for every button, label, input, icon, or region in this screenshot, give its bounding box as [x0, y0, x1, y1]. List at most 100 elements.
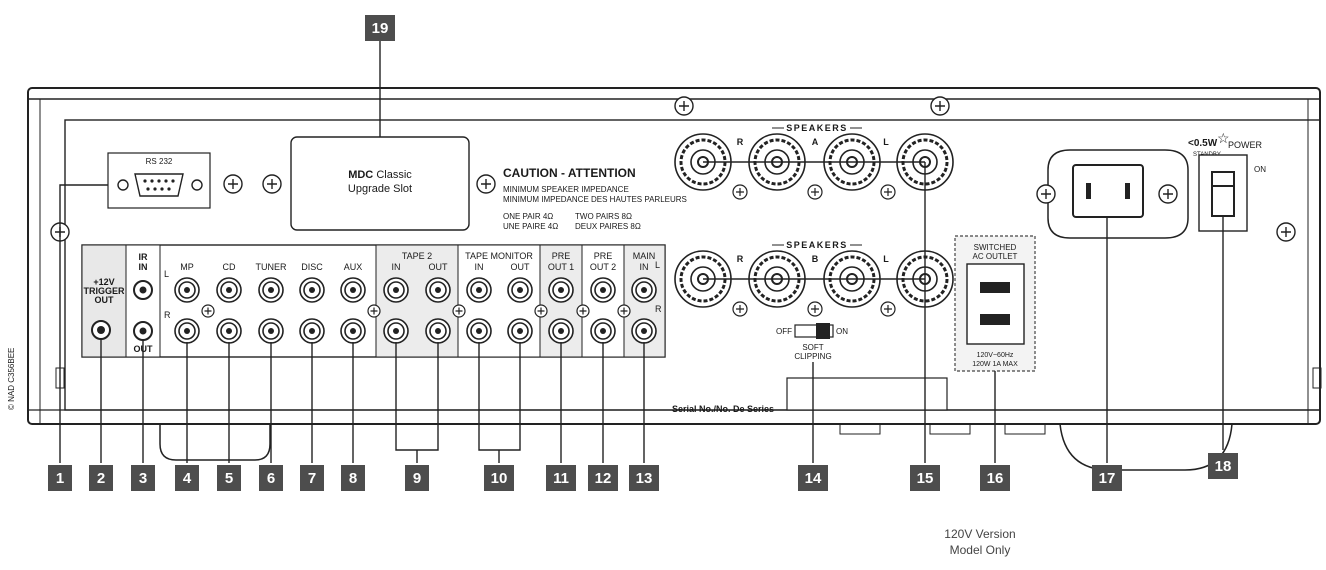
- soft-clipping-switch: OFF ON SOFT CLIPPING: [776, 323, 848, 361]
- callout-number: 13: [636, 470, 653, 487]
- svg-text:L: L: [164, 269, 169, 279]
- callout-badge: 11: [546, 465, 576, 491]
- screw-icon: [576, 304, 590, 318]
- rca-jack-icon: [466, 318, 492, 344]
- svg-text:PRE: PRE: [552, 251, 571, 261]
- screw-icon: [201, 304, 215, 318]
- svg-text:TWO PAIRS 8Ω: TWO PAIRS 8Ω: [575, 212, 632, 221]
- copyright-text: © NAD C356BEE: [7, 348, 16, 410]
- svg-text:POWER: POWER: [1228, 140, 1263, 150]
- callout-badge: 8: [341, 465, 365, 491]
- svg-text:CAUTION - ATTENTION: CAUTION - ATTENTION: [503, 166, 636, 180]
- screw-icon: [223, 174, 243, 194]
- svg-text:MP: MP: [180, 262, 194, 272]
- svg-text:IN: IN: [640, 262, 649, 272]
- screw-icon: [880, 301, 896, 317]
- screw-icon: [674, 96, 694, 116]
- screw-icon: [807, 184, 823, 200]
- screw-icon: [367, 304, 381, 318]
- svg-text:+12V: +12V: [93, 277, 114, 287]
- callout-badge: 14: [798, 465, 828, 491]
- version-note: 120V Version Model Only: [930, 526, 1030, 558]
- rca-jack-icon: [340, 318, 366, 344]
- callout-badge: 17: [1092, 465, 1122, 491]
- callout-number: 11: [553, 470, 569, 487]
- callout-badge: 15: [910, 465, 940, 491]
- callout-number: 19: [372, 20, 389, 37]
- callout-badge: 18: [1208, 453, 1238, 479]
- svg-text:MINIMUM IMPEDANCE DES HAUTES P: MINIMUM IMPEDANCE DES HAUTES PARLEURS: [503, 195, 687, 204]
- rca-jack-icon: [507, 277, 533, 303]
- svg-text:AUX: AUX: [344, 262, 363, 272]
- svg-text:PRE: PRE: [594, 251, 613, 261]
- rca-jack-icon: [631, 318, 657, 344]
- callout-badge: 9: [405, 465, 429, 491]
- svg-text:UNE PAIRE 4Ω: UNE PAIRE 4Ω: [503, 222, 558, 231]
- callout-badge: 2: [89, 465, 113, 491]
- svg-text:IN: IN: [392, 262, 401, 272]
- rca-jack-icon: [383, 277, 409, 303]
- connector-panel: [81, 244, 666, 358]
- callout-badge: 4: [175, 465, 199, 491]
- rs232-port: RS 232: [107, 152, 211, 209]
- svg-text:OUT 1: OUT 1: [548, 262, 574, 272]
- svg-text:R: R: [164, 310, 171, 320]
- callout-badge: 19: [365, 15, 395, 41]
- svg-text:B: B: [812, 254, 819, 264]
- rca-jack-icon: [216, 318, 242, 344]
- svg-text:R: R: [737, 254, 744, 264]
- callout-number: 15: [917, 470, 934, 487]
- svg-text:MDC Classic: MDC Classic: [348, 169, 412, 181]
- svg-text:IN: IN: [139, 262, 148, 272]
- svg-text:IR: IR: [139, 252, 149, 262]
- screw-icon: [262, 174, 282, 194]
- screw-icon: [1276, 222, 1296, 242]
- svg-text:TAPE 2: TAPE 2: [402, 251, 432, 261]
- svg-text:DEUX PAIRES 8Ω: DEUX PAIRES 8Ω: [575, 222, 641, 231]
- svg-text:L: L: [655, 260, 660, 270]
- svg-text:ON: ON: [836, 327, 848, 336]
- screw-icon: [617, 304, 631, 318]
- callout-badge: 13: [629, 465, 659, 491]
- svg-text:A: A: [812, 137, 819, 147]
- callout-badge: 16: [980, 465, 1010, 491]
- callout-number: 17: [1099, 470, 1116, 487]
- panel-screws: [50, 96, 1296, 242]
- svg-text:R: R: [655, 304, 662, 314]
- svg-text:120W 1A MAX: 120W 1A MAX: [972, 361, 1018, 368]
- svg-text:RS 232: RS 232: [146, 157, 173, 166]
- svg-text:Serial No./No. De Series: Serial No./No. De Series: [672, 404, 774, 414]
- screw-icon: [534, 304, 548, 318]
- rca-jack-icon: [258, 277, 284, 303]
- callout-number: 4: [183, 470, 192, 487]
- svg-text:120V~60Hz: 120V~60Hz: [977, 352, 1014, 359]
- leader-lines: [59, 41, 1224, 463]
- rca-jack-icon: [383, 318, 409, 344]
- rca-jack-icon: [507, 318, 533, 344]
- callout-number: 12: [595, 470, 612, 487]
- screw-icon: [476, 174, 496, 194]
- svg-text:OUT: OUT: [511, 262, 531, 272]
- screw-icon: [930, 96, 950, 116]
- svg-text:OUT 2: OUT 2: [590, 262, 616, 272]
- callout-number: 1: [56, 470, 64, 487]
- svg-text:<0.5W: <0.5W: [1188, 138, 1218, 149]
- standby-logo: <0.5W ☆ STANDBY: [1188, 130, 1230, 158]
- callout-badge: 5: [217, 465, 241, 491]
- svg-text:ONE PAIR 4Ω: ONE PAIR 4Ω: [503, 212, 553, 221]
- rca-jack-icon: [299, 277, 325, 303]
- svg-text:SOFT: SOFT: [802, 343, 823, 352]
- rca-jack-icon: [174, 277, 200, 303]
- rca-jack-icon: [340, 277, 366, 303]
- svg-text:OUT: OUT: [95, 295, 115, 305]
- callout-number: 14: [805, 470, 822, 487]
- caution-block: CAUTION - ATTENTION MINIMUM SPEAKER IMPE…: [503, 166, 687, 231]
- svg-text:SPEAKERS: SPEAKERS: [786, 240, 848, 250]
- serial-plate: Serial No./No. De Series: [672, 377, 948, 414]
- rca-jack-icon: [216, 277, 242, 303]
- callout-badge: 3: [131, 465, 155, 491]
- rca-jacks: [174, 277, 657, 344]
- svg-text:TUNER: TUNER: [256, 262, 287, 272]
- callout-number: 7: [308, 470, 316, 487]
- callout-badge: 12: [588, 465, 618, 491]
